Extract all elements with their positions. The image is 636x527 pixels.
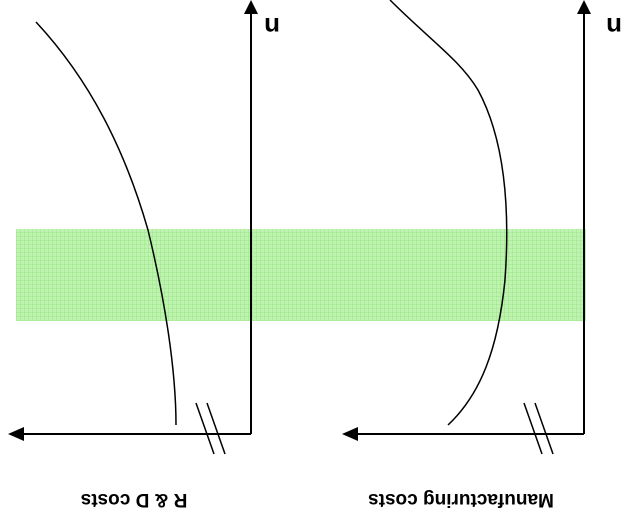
right-axis-letter: n	[606, 12, 622, 42]
highlight-band	[16, 229, 586, 321]
right-vertical-axis-arrowhead	[577, 0, 591, 14]
manufacturing-costs-label: Manufacturing costs	[368, 489, 554, 510]
right-horizontal-axis-arrowhead	[342, 427, 358, 441]
left-axis-break-mark	[206, 402, 226, 455]
left-panel: n R & D costs	[8, 0, 280, 510]
rd-costs-label: R & D costs	[81, 489, 188, 510]
rd-cost-curve	[35, 21, 177, 426]
right-panel: n Manufacturing costs	[342, 0, 622, 510]
left-axis-letter: n	[264, 12, 280, 42]
manufacturing-cost-curve	[389, 0, 508, 426]
left-horizontal-axis-arrowhead	[8, 427, 24, 441]
left-vertical-axis-arrowhead	[244, 0, 258, 14]
right-axis-break-mark	[523, 402, 543, 455]
right-axis-break-mark	[534, 402, 554, 455]
left-axis-break-mark	[195, 402, 215, 455]
